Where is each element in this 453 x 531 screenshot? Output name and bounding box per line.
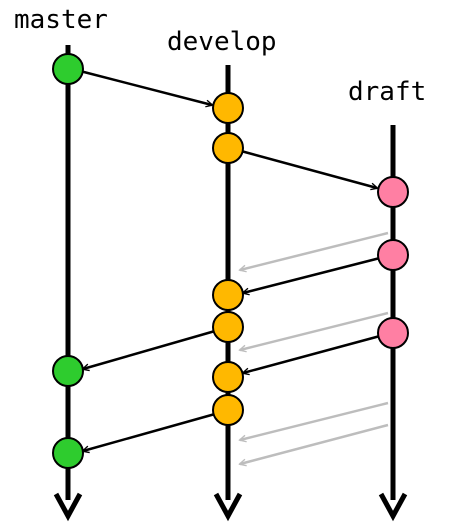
develop-commit — [212, 311, 244, 343]
branch-arrow-master-to-develop — [79, 69, 212, 105]
master-branch-line — [53, 45, 83, 522]
develop-commit — [212, 394, 244, 426]
master-commit — [52, 355, 84, 387]
develop-commit — [212, 132, 244, 164]
draft-commit — [377, 176, 409, 208]
draft-commit — [377, 317, 409, 349]
develop-branch-label: develop — [167, 27, 277, 57]
draft-commit — [377, 239, 409, 271]
master-commit — [52, 53, 84, 85]
develop-commit — [212, 361, 244, 393]
ghost-arrow — [240, 231, 389, 270]
master-commit — [52, 437, 84, 469]
merge-arrow-develop-to-master — [83, 329, 216, 369]
ghost-arrow — [240, 423, 389, 464]
ghost-arrow — [240, 311, 389, 350]
draft-branch-label: draft — [348, 77, 426, 107]
develop-commit — [212, 92, 244, 124]
master-branch-label: master — [14, 5, 108, 35]
merge-arrow-draft-to-develop — [243, 256, 381, 293]
develop-commit — [212, 279, 244, 311]
branch-arrow-develop-to-draft — [240, 149, 377, 188]
ghost-arrow — [240, 401, 389, 440]
merge-arrow-draft-to-develop — [243, 334, 381, 373]
merge-arrow-develop-to-master — [83, 412, 216, 451]
